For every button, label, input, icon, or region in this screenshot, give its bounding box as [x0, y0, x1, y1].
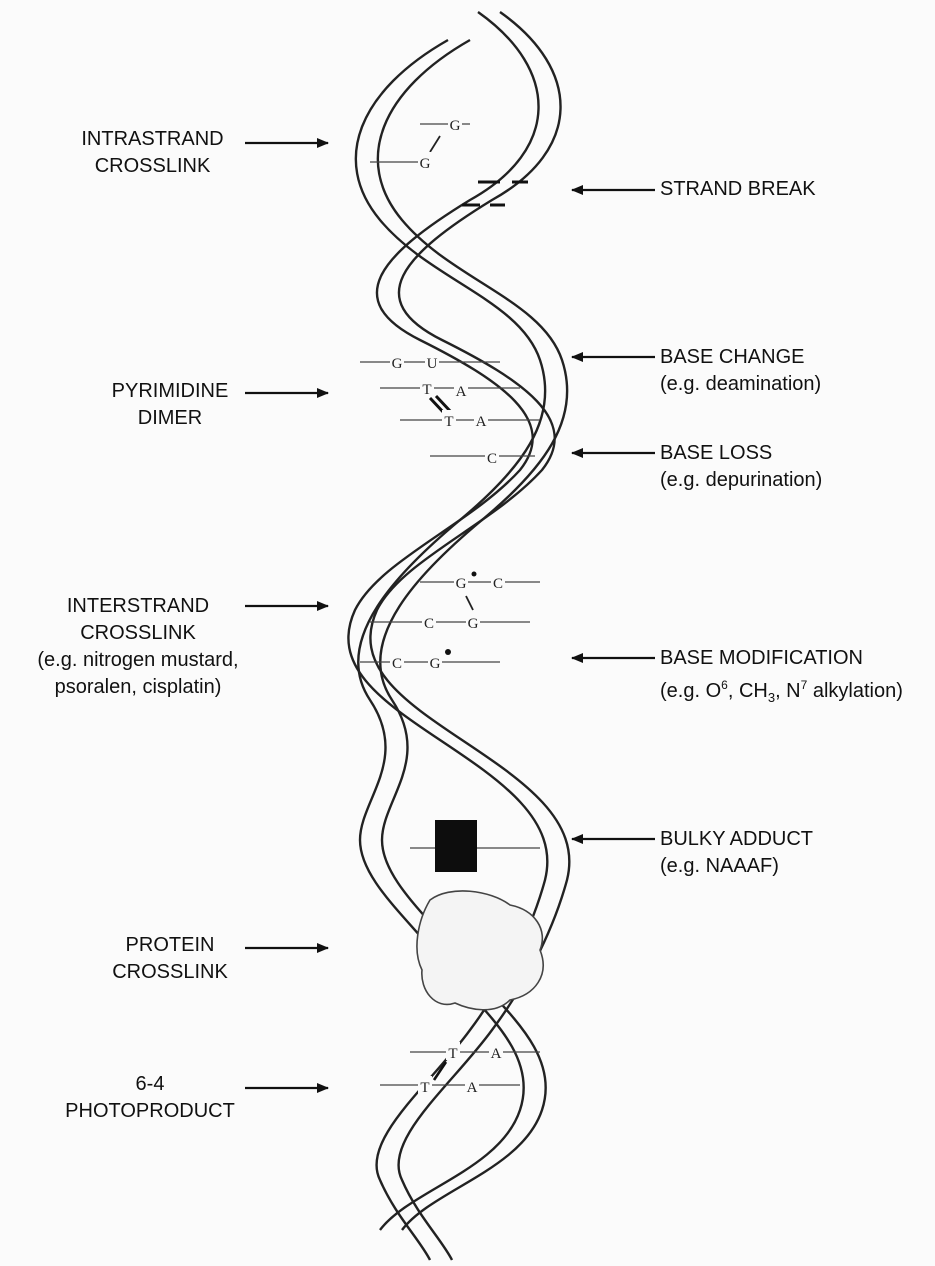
base-c-loss: C — [487, 451, 497, 467]
label-text: BASE MODIFICATION — [660, 645, 903, 672]
label-text: DIMER — [95, 405, 245, 432]
label-text: BASE CHANGE — [660, 344, 821, 371]
base-t-dimer-bottom: T — [444, 414, 453, 430]
base-g-intra-top: G — [450, 118, 461, 134]
label-text: INTRASTRAND — [60, 126, 245, 153]
base-a-photo-top: A — [491, 1046, 502, 1062]
base-a-dimer-top: A — [456, 384, 467, 400]
base-c-inter-1: C — [493, 576, 503, 592]
protein-crosslink-blob — [417, 891, 543, 1010]
base-g-inter-2: G — [468, 616, 479, 632]
base-g-change: G — [392, 356, 403, 372]
label-base-loss: BASE LOSS (e.g. depurination) — [660, 440, 822, 494]
label-intrastrand-crosslink: INTRASTRAND CROSSLINK — [60, 126, 245, 180]
label-base-modification: BASE MODIFICATION (e.g. O6, CH3, N7 alky… — [660, 645, 903, 711]
base-g-intra-bottom: G — [420, 156, 431, 172]
base-g-inter-1: G — [456, 576, 467, 592]
strand-break-marks — [462, 182, 528, 205]
base-g-mod: G — [430, 656, 441, 672]
label-6-4-photoproduct: 6-4 PHOTOPRODUCT — [55, 1071, 245, 1125]
base-a-dimer-bottom: A — [476, 414, 487, 430]
label-text: INTERSTRAND — [18, 593, 258, 620]
label-bulky-adduct: BULKY ADDUCT (e.g. NAAAF) — [660, 826, 813, 880]
bulky-adduct-block — [435, 820, 477, 872]
label-text: 6-4 — [55, 1071, 245, 1098]
label-interstrand-crosslink: INTERSTRAND CROSSLINK (e.g. nitrogen mus… — [18, 593, 258, 701]
base-u-change: U — [427, 356, 438, 372]
label-text: CROSSLINK — [95, 959, 245, 986]
label-base-change: BASE CHANGE (e.g. deamination) — [660, 344, 821, 398]
base-c-mod: C — [392, 656, 402, 672]
label-text: psoralen, cisplatin) — [18, 674, 258, 701]
base-c-inter-2: C — [424, 616, 434, 632]
base-t-photo-bottom: T — [420, 1080, 429, 1096]
label-strand-break: STRAND BREAK — [660, 176, 816, 203]
label-text: CROSSLINK — [18, 620, 258, 647]
label-text: CROSSLINK — [60, 153, 245, 180]
helix-strand-back — [348, 12, 569, 1260]
label-text: (e.g. O6, CH3, N7 alkylation) — [660, 672, 903, 711]
label-text: PHOTOPRODUCT — [55, 1098, 245, 1125]
label-text: (e.g. deamination) — [660, 371, 821, 398]
label-protein-crosslink: PROTEIN CROSSLINK — [95, 932, 245, 986]
label-text: STRAND BREAK — [660, 176, 816, 203]
label-text: (e.g. NAAAF) — [660, 853, 813, 880]
label-pyrimidine-dimer: PYRIMIDINE DIMER — [95, 378, 245, 432]
base-a-photo-bottom: A — [467, 1080, 478, 1096]
base-t-dimer-top: T — [422, 382, 431, 398]
label-text: PROTEIN — [95, 932, 245, 959]
label-text: PYRIMIDINE — [95, 378, 245, 405]
label-text: (e.g. nitrogen mustard, — [18, 647, 258, 674]
label-text: (e.g. depurination) — [660, 467, 822, 494]
label-text: BULKY ADDUCT — [660, 826, 813, 853]
base-t-photo-top: T — [448, 1046, 457, 1062]
label-text: BASE LOSS — [660, 440, 822, 467]
